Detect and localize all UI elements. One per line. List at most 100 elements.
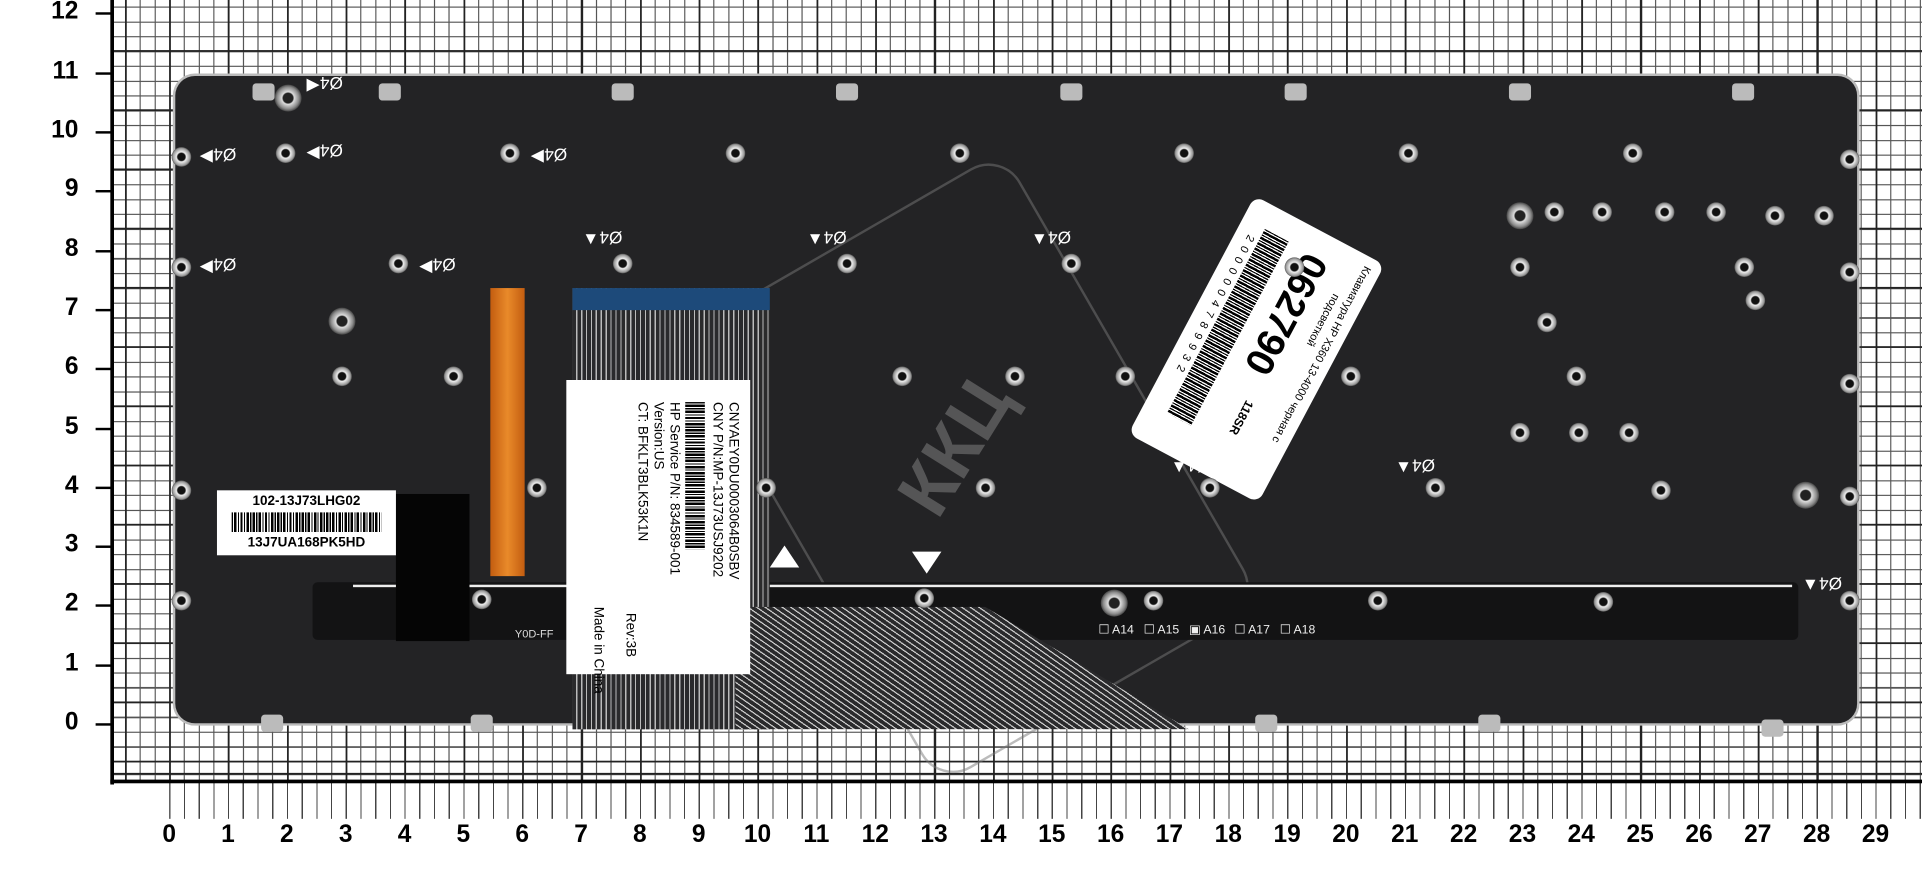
screw bbox=[1839, 149, 1860, 170]
label-line: Version:US bbox=[650, 402, 666, 470]
hp-service-label: CNYAEY0DU0003064B0SBV CNY P/N:MP-13J73US… bbox=[566, 379, 751, 694]
x-tick-label: 18 bbox=[1214, 821, 1242, 849]
screw bbox=[1839, 590, 1860, 611]
x-tick-label: 12 bbox=[861, 821, 889, 849]
mounting-tab bbox=[1508, 83, 1532, 101]
screw bbox=[171, 590, 192, 611]
black-pad bbox=[395, 493, 470, 642]
screw bbox=[1745, 290, 1766, 311]
x-tick-label: 25 bbox=[1626, 821, 1654, 849]
screw bbox=[1792, 481, 1820, 509]
marker-text: Ø4 bbox=[213, 254, 236, 275]
screw bbox=[1174, 143, 1194, 164]
screw bbox=[1537, 312, 1557, 333]
a-label: A15 bbox=[1157, 623, 1180, 638]
x-tick-label: 9 bbox=[691, 821, 706, 849]
screw bbox=[1544, 202, 1565, 222]
x-tick-label: 5 bbox=[456, 821, 471, 849]
x-tick-label: 10 bbox=[743, 821, 772, 849]
a-checkbox-label: ☐ A17 bbox=[1234, 624, 1270, 637]
a-label: A14 bbox=[1112, 623, 1134, 638]
y-tick bbox=[95, 367, 113, 371]
x-tick-label: 11 bbox=[803, 821, 830, 849]
y-tick bbox=[95, 71, 113, 75]
triangle-icon: ▶ bbox=[306, 73, 320, 94]
triangle-up-marker bbox=[769, 545, 800, 568]
triangle-icon: ◀ bbox=[530, 144, 544, 165]
y-tick bbox=[95, 604, 113, 608]
x-tick-label: 20 bbox=[1332, 821, 1360, 849]
screw bbox=[1839, 486, 1860, 507]
triangle-icon: ◀ bbox=[419, 254, 433, 275]
a-label: A17 bbox=[1248, 623, 1270, 638]
a-checkbox-label: ☐ A14 bbox=[1098, 624, 1134, 637]
triangle-icon: ▼ bbox=[1394, 455, 1412, 476]
y-tick-label: 3 bbox=[64, 530, 79, 558]
hole-marker: ◀Ø4 bbox=[200, 145, 236, 166]
hole-marker: ▶Ø4 bbox=[306, 74, 342, 95]
y-tick bbox=[95, 723, 113, 726]
y-tick-label: 1 bbox=[64, 649, 79, 677]
y-tick bbox=[95, 486, 113, 489]
screw bbox=[1566, 366, 1587, 387]
orange-backlight-cable bbox=[490, 288, 525, 577]
screw bbox=[171, 257, 192, 278]
x-tick-label: 17 bbox=[1155, 821, 1184, 849]
x-tick-label: 29 bbox=[1861, 821, 1890, 849]
x-tick-label: 21 bbox=[1391, 821, 1419, 849]
screw bbox=[1706, 202, 1726, 222]
y-tick-label: 9 bbox=[64, 175, 79, 203]
marker-text: Ø4 bbox=[543, 144, 567, 165]
strip-text: Y0D-FF bbox=[514, 627, 554, 640]
screw bbox=[274, 84, 302, 112]
y-tick bbox=[95, 12, 113, 16]
x-tick-label: 28 bbox=[1802, 821, 1831, 849]
screw bbox=[756, 478, 776, 498]
mounting-tab bbox=[835, 83, 859, 101]
screw bbox=[1765, 205, 1785, 226]
screw bbox=[1622, 143, 1643, 164]
screw bbox=[725, 143, 746, 164]
screw bbox=[500, 143, 520, 164]
mounting-tab bbox=[1761, 719, 1784, 737]
x-tick-label: 7 bbox=[574, 821, 588, 849]
mounting-tab bbox=[1284, 83, 1307, 101]
hole-marker: ▼Ø4 bbox=[1802, 574, 1842, 594]
screw bbox=[612, 253, 633, 274]
y-tick bbox=[95, 427, 113, 430]
marker-text: Ø4 bbox=[319, 73, 343, 94]
y-tick bbox=[95, 308, 113, 312]
made-in-text: Made in China bbox=[590, 606, 606, 694]
rev-text: Rev:3B bbox=[622, 612, 638, 658]
triangle-icon: ◀ bbox=[199, 254, 214, 275]
x-tick-label: 16 bbox=[1096, 821, 1125, 849]
label-line: 102-13J73LHG02 bbox=[252, 493, 361, 509]
marker-text: Ø4 bbox=[1411, 455, 1435, 476]
screw bbox=[1367, 590, 1388, 611]
screw bbox=[914, 588, 935, 608]
mounting-tab bbox=[378, 83, 401, 101]
screw bbox=[471, 589, 492, 610]
screw bbox=[1839, 262, 1860, 282]
checkbox-icon: ☐ bbox=[1234, 623, 1249, 638]
x-tick-label: 0 bbox=[162, 821, 176, 849]
graph-paper-grid-bottom bbox=[169, 782, 1922, 819]
triangle-icon: ▼ bbox=[582, 227, 600, 248]
label-line: HP Service P/N: 834589-001 bbox=[666, 402, 682, 575]
x-tick-label: 24 bbox=[1567, 821, 1595, 849]
hole-marker: ▼Ø4 bbox=[1171, 456, 1211, 476]
screw bbox=[1734, 257, 1755, 278]
x-tick-label: 22 bbox=[1449, 821, 1478, 849]
x-tick-label: 27 bbox=[1744, 821, 1772, 849]
x-tick-label: 23 bbox=[1508, 821, 1537, 849]
label-line: 13J7UA168PK5HD bbox=[247, 535, 366, 551]
screw bbox=[1284, 257, 1305, 278]
triangle-icon: ▼ bbox=[806, 227, 824, 248]
screw bbox=[892, 366, 912, 387]
hole-marker: ▼Ø4 bbox=[582, 228, 622, 248]
hole-marker: ◀Ø4 bbox=[531, 145, 567, 166]
y-tick-label: 7 bbox=[64, 294, 79, 322]
x-tick-label: 19 bbox=[1273, 821, 1301, 849]
y-axis bbox=[110, 0, 114, 785]
